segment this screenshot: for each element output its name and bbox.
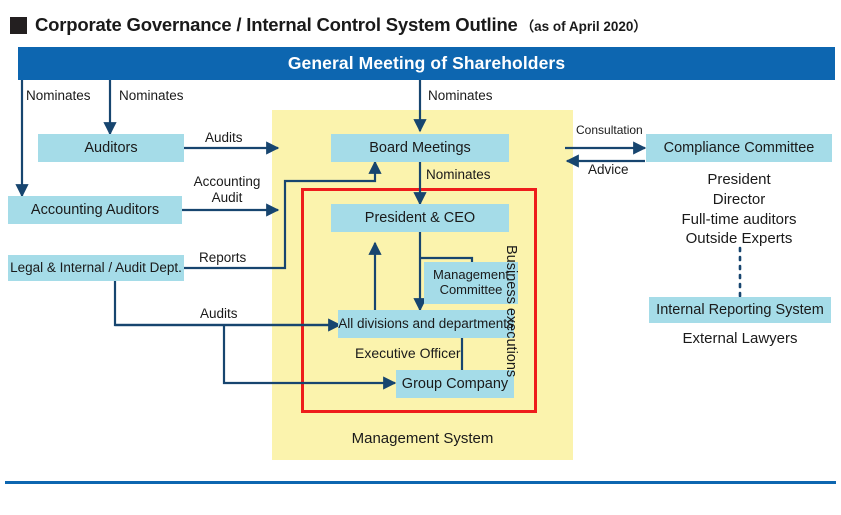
box-president-ceo[interactable]: President & CEO [331, 204, 509, 232]
page-title-text: Corporate Governance / Internal Control … [35, 14, 518, 35]
label-reports: Reports [199, 250, 247, 265]
accounting-audit-line2: Audit [211, 189, 243, 205]
box-legal-internal-audit-dept[interactable]: Legal & Internal / Audit Dept. [8, 255, 184, 281]
box-compliance-committee[interactable]: Compliance Committee [646, 134, 832, 162]
compliance-committee-members: President Director Full-time auditors Ou… [646, 170, 832, 249]
management-system-panel [272, 110, 573, 460]
general-meeting-of-shareholders-bar: General Meeting of Shareholders [18, 47, 835, 80]
label-accounting-audit: Accounting Audit [185, 174, 269, 205]
label-audits-top: Audits [205, 130, 243, 145]
label-nominates-auditors: Nominates [119, 88, 184, 103]
label-consultation: Consultation [576, 123, 643, 137]
box-internal-reporting-system[interactable]: Internal Reporting System [649, 297, 831, 323]
box-auditors[interactable]: Auditors [38, 134, 184, 162]
label-external-lawyers: External Lawyers [682, 330, 798, 347]
box-all-divisions-and-departments[interactable]: All divisions and departments [338, 310, 514, 338]
box-accounting-auditors[interactable]: Accounting Auditors [8, 196, 182, 224]
label-business-executions: Business executions [503, 245, 519, 378]
label-nominates-accounting-auditors: Nominates [26, 88, 91, 103]
management-committee-line2: Committee [439, 282, 503, 297]
accounting-audit-line1: Accounting [193, 174, 261, 189]
black-square-icon [10, 16, 27, 34]
label-advice: Advice [588, 162, 629, 177]
compliance-member: Full-time auditors [681, 210, 797, 228]
box-management-committee[interactable]: Management Committee [424, 262, 518, 304]
compliance-member: Outside Experts [685, 230, 793, 248]
label-management-system: Management System [351, 430, 494, 447]
page-title: Corporate Governance / Internal Control … [10, 10, 830, 40]
label-nominates-president: Nominates [426, 167, 491, 182]
box-group-company[interactable]: Group Company [396, 370, 514, 398]
label-executive-officer: Executive Officer [355, 345, 461, 361]
management-committee-line1: Management [433, 267, 509, 283]
box-board-meetings[interactable]: Board Meetings [331, 134, 509, 162]
bottom-divider [5, 481, 836, 484]
compliance-member: Director [712, 190, 766, 208]
label-nominates-board-meetings: Nominates [428, 88, 493, 103]
label-audits-bottom: Audits [200, 306, 238, 321]
page-title-date: （as of April 2020） [520, 19, 647, 34]
compliance-member: President [707, 171, 771, 188]
